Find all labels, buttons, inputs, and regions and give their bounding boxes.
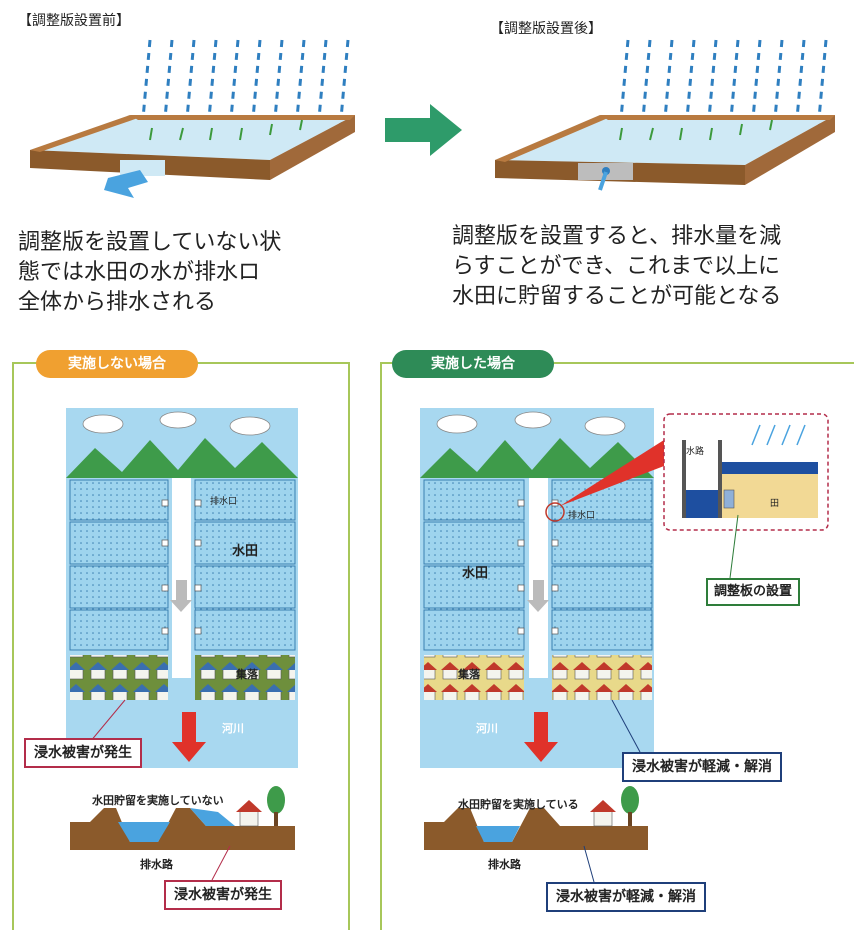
rain-right bbox=[618, 39, 828, 131]
left-damage-box: 浸水被害が発生 bbox=[24, 738, 142, 768]
after-description: 調整版を設置すると、排水量を減 らすことができ、これまで以上に 水田に貯留するこ… bbox=[452, 222, 781, 312]
before-description: 調整版を設置していない状 態では水田の水が排水ロ 全体から排水される bbox=[18, 228, 281, 318]
rain-left bbox=[140, 39, 350, 131]
before-label: 【調整版設置前】 bbox=[18, 13, 130, 29]
right-channel-label: 排水路 bbox=[534, 536, 544, 563]
left-ditch-label: 排水路 bbox=[140, 858, 173, 871]
left-village-label: 集落 bbox=[236, 668, 258, 681]
right-paddy-label: 水田 bbox=[462, 566, 489, 581]
right-map bbox=[420, 408, 829, 883]
left-paddy-label: 水田 bbox=[232, 544, 259, 559]
right-reduce-box: 浸水被害が軽減・解消 bbox=[622, 752, 782, 782]
left-status-text: 水田貯留を実施していない bbox=[92, 794, 224, 807]
left-panel bbox=[12, 362, 350, 930]
right-river-label: 河川 bbox=[476, 722, 498, 735]
left-damage-box-2: 浸水被害が発生 bbox=[164, 880, 282, 910]
right-outlet-label: 排水口 bbox=[568, 511, 596, 521]
board-install-box: 調整板の設置 bbox=[706, 578, 801, 606]
right-reduce-box-2: 浸水被害が軽減・解消 bbox=[546, 882, 706, 912]
paddy-after bbox=[495, 115, 835, 191]
before-desc-line-3: 全体から排水される bbox=[18, 290, 217, 315]
left-channel-label: 排水路 bbox=[177, 536, 187, 563]
right-status-text: 水田貯留を実施している bbox=[458, 798, 579, 811]
paddy-before bbox=[30, 115, 355, 198]
inset-field-label: 田 bbox=[770, 499, 780, 509]
left-river-label: 河川 bbox=[222, 722, 244, 735]
left-panel-pill: 実施しない場合 bbox=[36, 350, 198, 378]
before-desc-line-1: 調整版を設置していない状 bbox=[18, 230, 282, 255]
green-arrow bbox=[385, 104, 462, 156]
right-panel bbox=[380, 362, 854, 930]
right-panel-pill: 実施した場合 bbox=[392, 350, 554, 378]
inset-channel-label: 水路 bbox=[686, 447, 705, 457]
after-desc-line-3: 水田に貯留することが可能となる bbox=[452, 284, 782, 309]
after-label: 【調整版設置後】 bbox=[490, 21, 602, 37]
before-desc-line-2: 態では水田の水が排水ロ bbox=[18, 260, 261, 285]
right-village-label: 集落 bbox=[458, 668, 480, 681]
left-outlet-label: 排水口 bbox=[210, 497, 238, 507]
after-desc-line-1: 調整版を設置すると、排水量を減 bbox=[452, 224, 782, 249]
left-map bbox=[66, 408, 298, 881]
after-desc-line-2: らすことができ、これまで以上に bbox=[452, 254, 781, 279]
right-ditch-label: 排水路 bbox=[488, 858, 521, 871]
